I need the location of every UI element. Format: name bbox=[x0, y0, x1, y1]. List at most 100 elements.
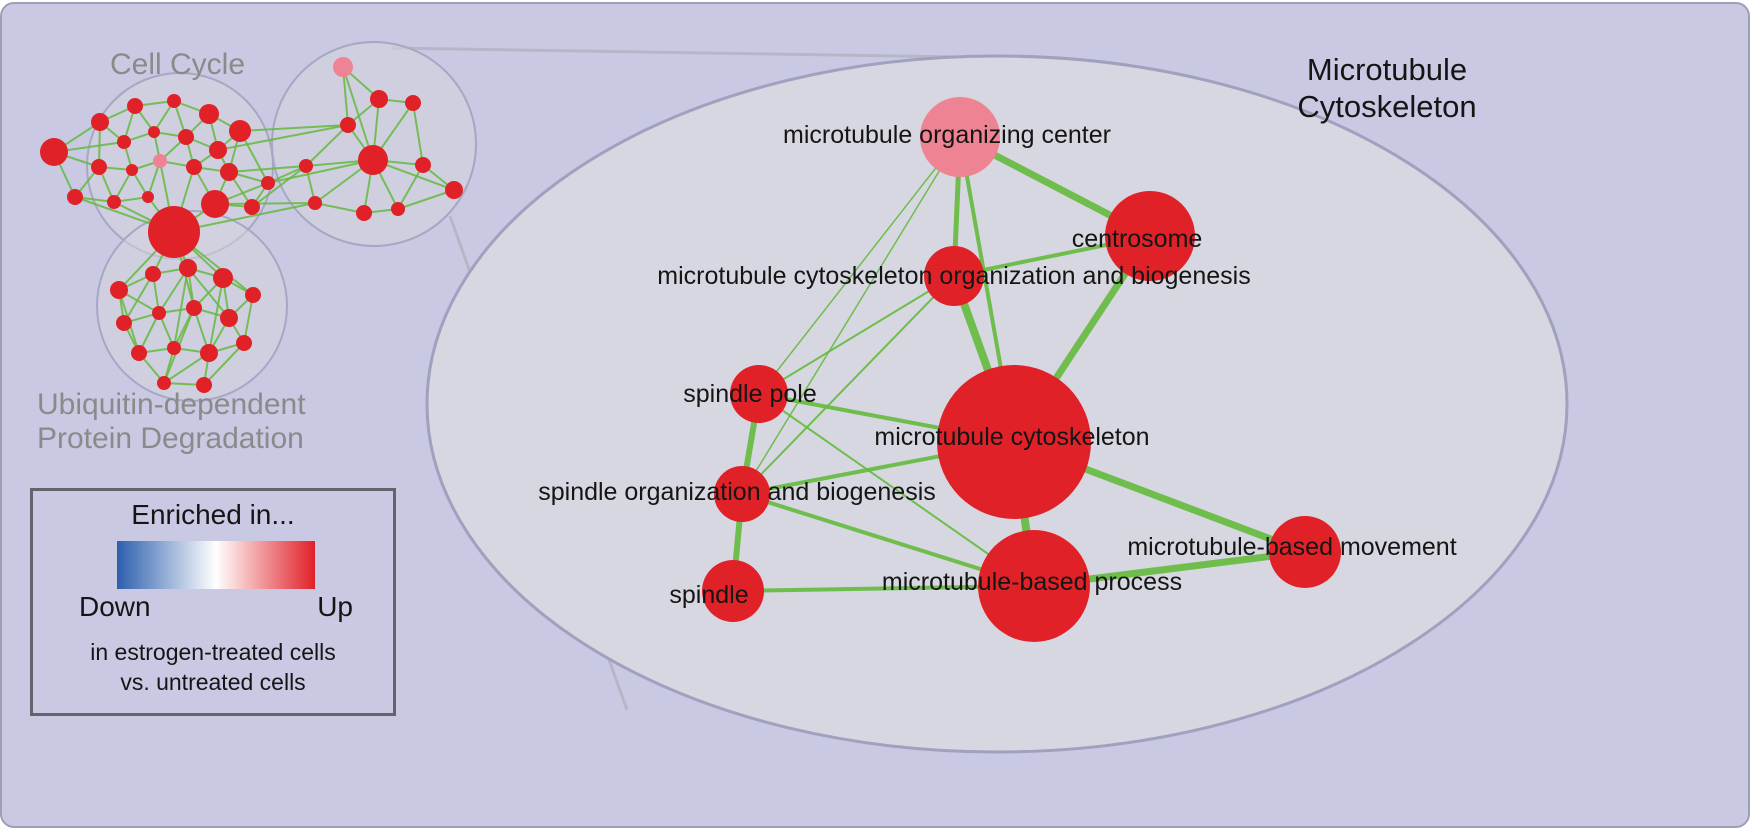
legend-subtitle-line1: in estrogen-treated cells bbox=[90, 639, 336, 665]
overview-edge bbox=[251, 165, 307, 208]
overview-node bbox=[236, 335, 252, 351]
node-mt_move bbox=[1269, 516, 1341, 588]
cluster-label-ubiquitin-line1: Ubiquitin-dependent bbox=[37, 388, 306, 421]
overview-node bbox=[200, 344, 218, 362]
overview-node bbox=[299, 159, 313, 173]
overview-node bbox=[148, 126, 160, 138]
overview-node bbox=[91, 159, 107, 175]
overview-node bbox=[127, 98, 143, 114]
detail-title-line1: Microtubule bbox=[1306, 52, 1468, 87]
overview-node bbox=[167, 341, 181, 355]
overview-node bbox=[405, 95, 421, 111]
overview-edge bbox=[243, 294, 254, 344]
overview-edge bbox=[217, 124, 349, 151]
network-canvas: microtubule organizing center centrosome m… bbox=[40, 41, 1569, 754]
node-label-sp_org: spindle organization and biogenesis bbox=[538, 478, 936, 506]
overview-node bbox=[153, 154, 167, 168]
overview-edge bbox=[267, 159, 374, 184]
legend-up-label: Up bbox=[317, 591, 353, 622]
node-centrosome bbox=[1105, 191, 1195, 281]
detail-cluster-title: Microtubule Cytoskeleton bbox=[1282, 52, 1492, 125]
node-mct_org bbox=[924, 246, 984, 306]
overview-node bbox=[178, 129, 194, 145]
node-spindle bbox=[702, 560, 764, 622]
cluster-label-ubiquitin: Ubiquitin-dependent Protein Degradation bbox=[37, 388, 306, 455]
overview-node bbox=[199, 104, 219, 124]
node-label-spindle: spindle bbox=[669, 581, 748, 609]
overview-node bbox=[196, 377, 212, 393]
overview-node bbox=[415, 157, 431, 173]
overview-node bbox=[220, 163, 238, 181]
legend-axis-labels: Down Up bbox=[33, 591, 393, 623]
overview-edge bbox=[123, 273, 154, 324]
overview-node bbox=[148, 206, 200, 258]
overview-node bbox=[333, 57, 353, 77]
overview-node bbox=[131, 345, 147, 361]
overview-node bbox=[213, 268, 233, 288]
overview-edge bbox=[397, 189, 455, 210]
overview-node bbox=[67, 189, 83, 205]
overview-edge bbox=[412, 102, 424, 166]
detail-edge-moc-sp_org bbox=[741, 136, 961, 495]
overview-node bbox=[186, 159, 202, 175]
node-sp_org bbox=[714, 466, 770, 522]
overview-node bbox=[209, 141, 227, 159]
overview-node bbox=[201, 190, 229, 218]
legend-gradient-bar bbox=[117, 541, 315, 589]
overview-node bbox=[117, 135, 131, 149]
node-label-spindle_pole: spindle pole bbox=[683, 380, 816, 408]
node-mt_proc bbox=[978, 530, 1090, 642]
overview-edge bbox=[173, 267, 189, 349]
overview-node bbox=[308, 196, 322, 210]
detail-title-line2: Cytoskeleton bbox=[1297, 88, 1477, 124]
overview-node bbox=[91, 113, 109, 131]
overview-edge bbox=[203, 342, 245, 386]
overview-edge bbox=[163, 352, 210, 384]
overview-node bbox=[167, 94, 181, 108]
zoom-callout-line bbox=[391, 46, 1023, 60]
overview-edge bbox=[397, 164, 424, 210]
overview-node bbox=[245, 287, 261, 303]
overview-node bbox=[340, 117, 356, 133]
overview-node bbox=[261, 176, 275, 190]
overview-node bbox=[126, 164, 138, 176]
node-spindle_pole bbox=[730, 365, 788, 423]
overview-edge bbox=[208, 277, 224, 354]
overview-node bbox=[179, 259, 197, 277]
overview-node bbox=[356, 205, 372, 221]
overview-edge bbox=[214, 202, 316, 205]
cluster-label-cell-cycle: Cell Cycle bbox=[110, 48, 246, 81]
overview-node bbox=[142, 191, 154, 203]
node-label-moc: microtubule organizing center bbox=[783, 121, 1111, 149]
node-mt_cyto bbox=[937, 365, 1091, 519]
overview-node bbox=[229, 120, 251, 142]
overview-node bbox=[40, 138, 68, 166]
overview-node bbox=[358, 145, 388, 175]
overview-node bbox=[157, 376, 171, 390]
overview-node bbox=[152, 306, 166, 320]
overview-node bbox=[445, 181, 463, 199]
overview-edge bbox=[239, 124, 349, 132]
overview-node bbox=[116, 315, 132, 331]
overview-node bbox=[145, 266, 161, 282]
node-label-mt_proc: microtubule-based process bbox=[882, 568, 1182, 596]
detail-edge-mct_org-sp_org bbox=[741, 275, 955, 495]
overview-node bbox=[110, 281, 128, 299]
node-label-centrosome: centrosome bbox=[1072, 225, 1203, 253]
legend: Enriched in... Down Up in estrogen-treat… bbox=[30, 488, 396, 716]
detail-edge-moc-spindle_pole bbox=[758, 136, 961, 395]
detail-edge-mct_org-spindle_pole bbox=[758, 275, 955, 395]
overview-edge bbox=[314, 202, 365, 214]
legend-title: Enriched in... bbox=[131, 499, 295, 530]
node-label-mt_move: microtubule-based movement bbox=[1127, 533, 1456, 561]
overview-node bbox=[370, 90, 388, 108]
legend-down-label: Down bbox=[79, 591, 151, 622]
node-moc bbox=[920, 97, 1000, 177]
node-label-mct_org: microtubule cytoskeleton organization an… bbox=[657, 262, 1250, 290]
overview-node bbox=[107, 195, 121, 209]
overview-edge bbox=[305, 124, 349, 167]
node-label-mt_cyto: microtubule cytoskeleton bbox=[874, 423, 1149, 451]
cluster-label-ubiquitin-line2: Protein Degradation bbox=[37, 421, 304, 455]
overview-node bbox=[391, 202, 405, 216]
